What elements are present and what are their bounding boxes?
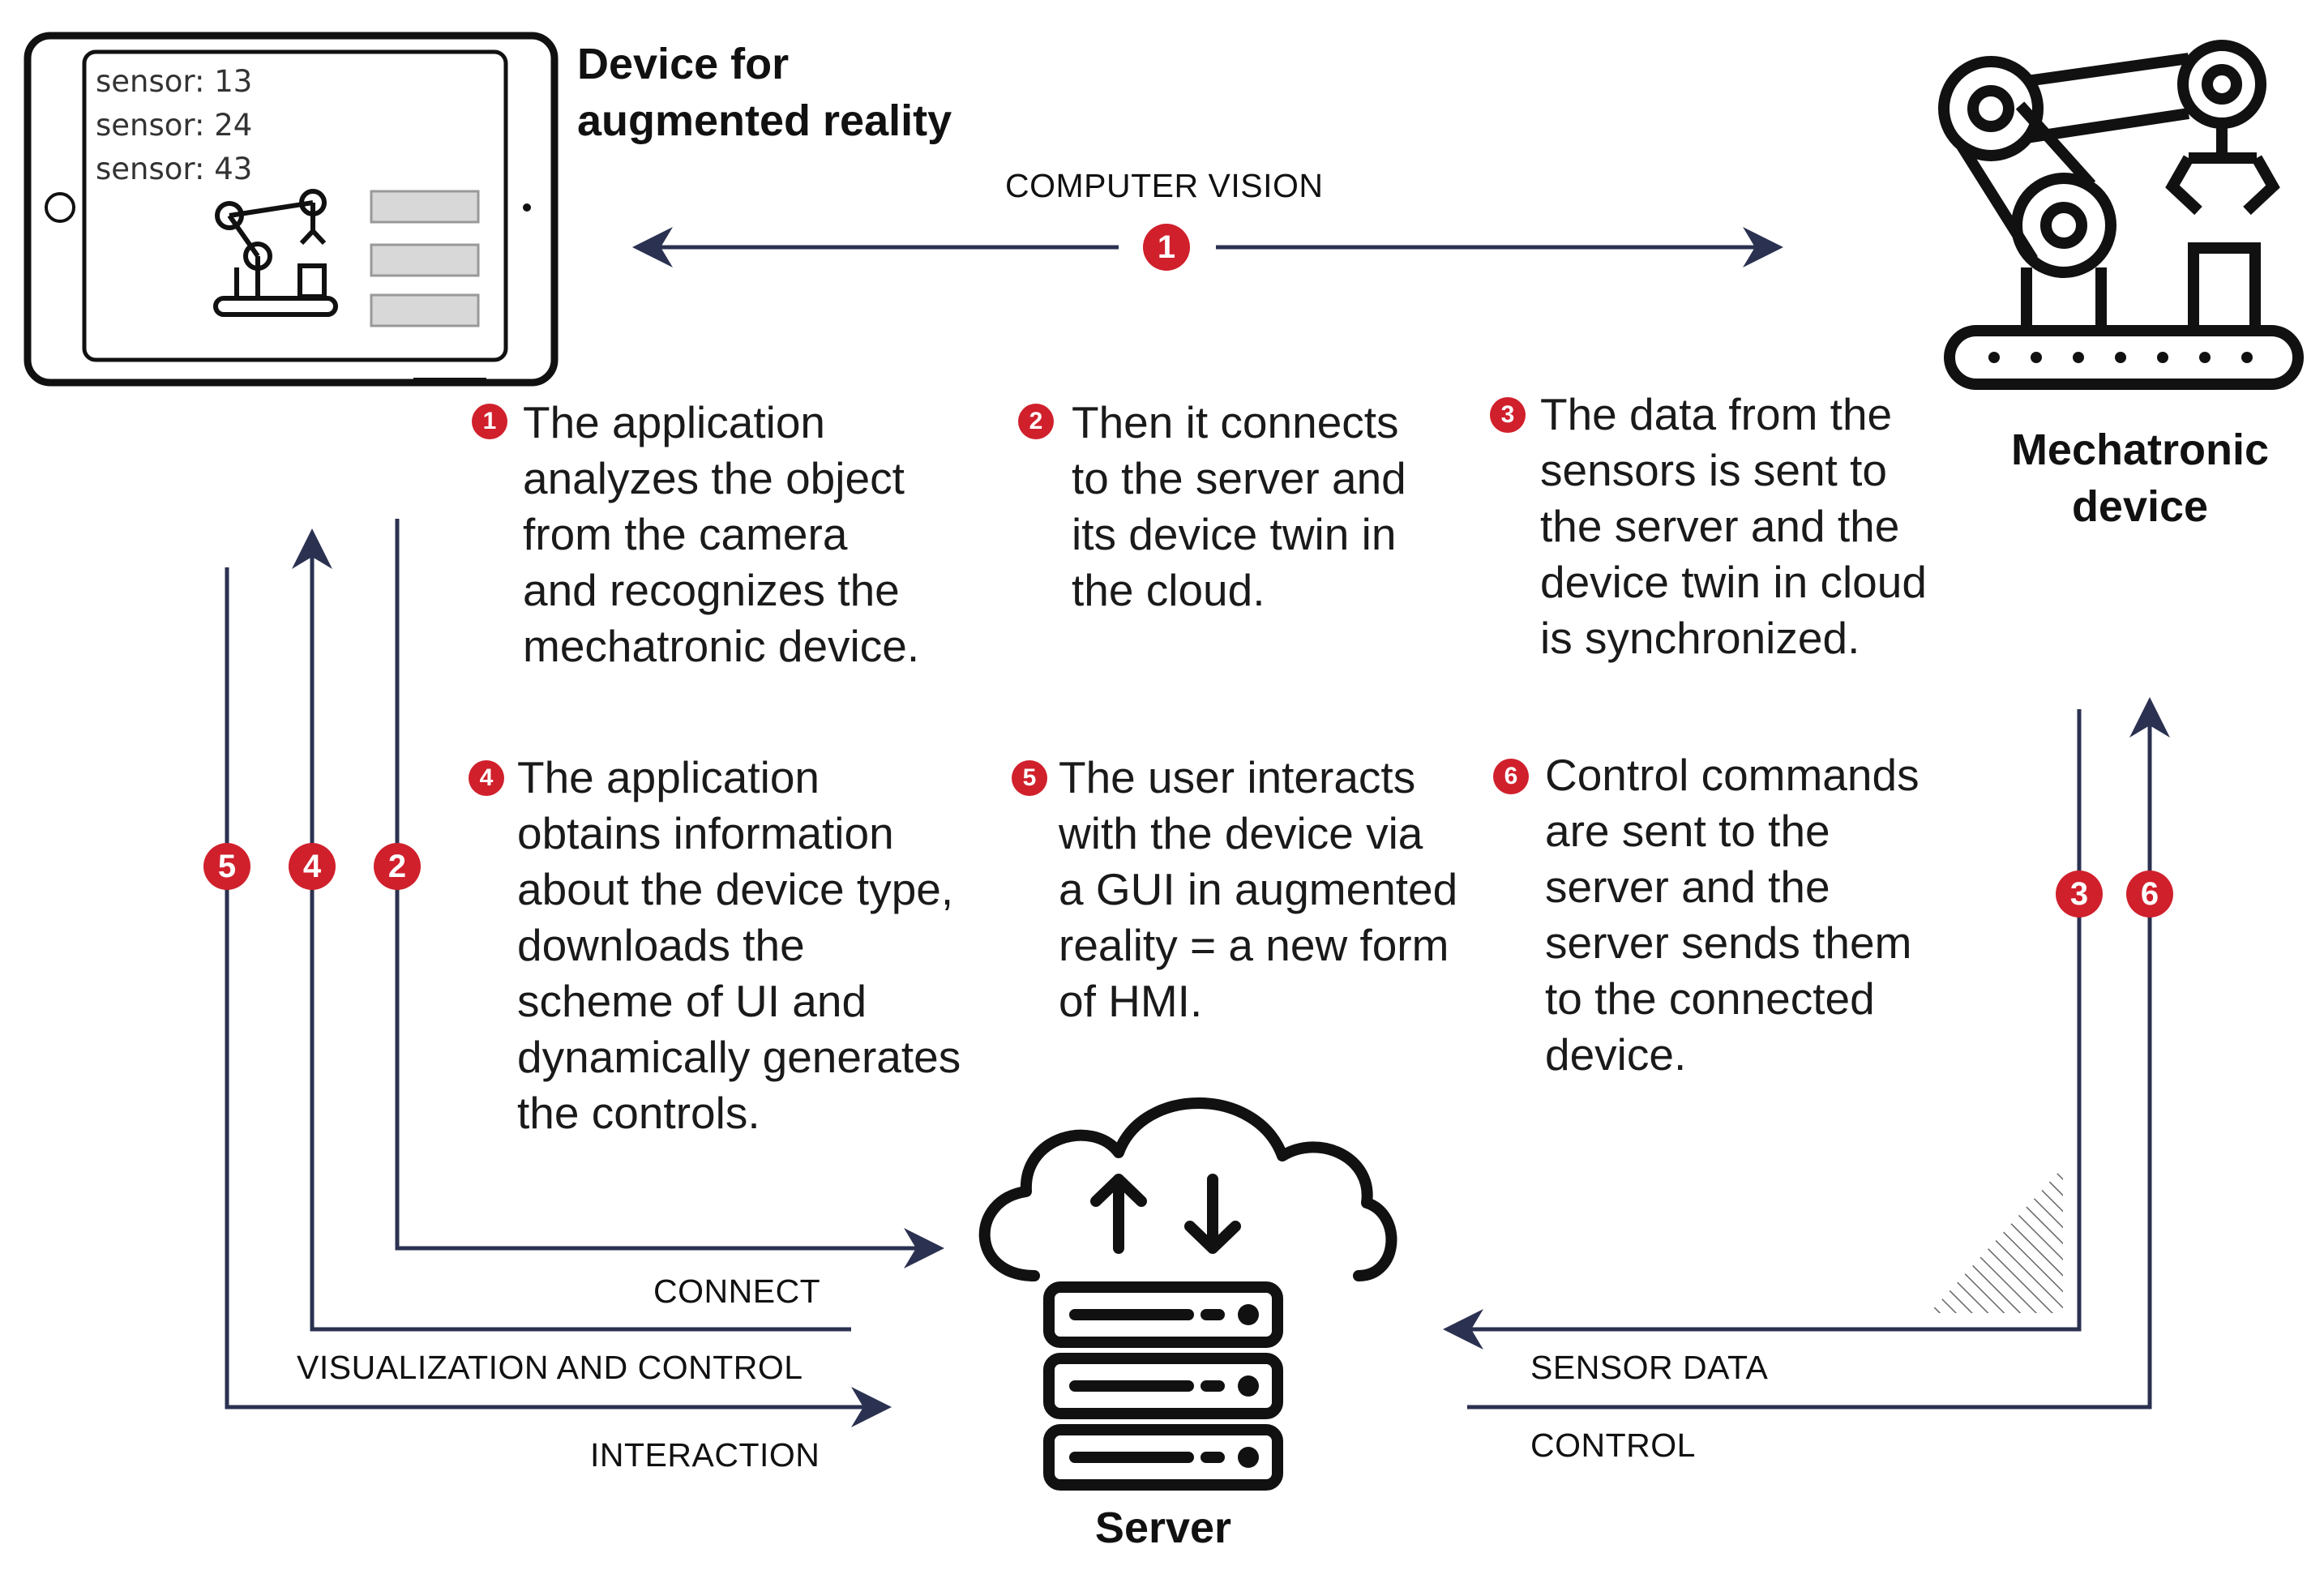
step-text-line: Mechatronic bbox=[2010, 426, 2270, 474]
sensor-reading: sensor: 24 bbox=[96, 108, 253, 143]
visualization-label: VISUALIZATION AND CONTROL bbox=[297, 1349, 803, 1386]
step-text-line: the server and the bbox=[1540, 501, 1900, 551]
flow-badge-visualization: 4 bbox=[289, 843, 336, 890]
sensor-data-label: SENSOR DATA bbox=[1530, 1349, 1769, 1386]
visualization-arrow bbox=[292, 528, 851, 1332]
step-badge: 3 bbox=[1490, 397, 1526, 433]
flow-badge-connect: 2 bbox=[374, 843, 421, 890]
connect-arrow bbox=[395, 519, 944, 1268]
step-badge: 5 bbox=[1012, 760, 1047, 796]
step-text-line: from the camera bbox=[523, 509, 848, 559]
sensor-reading: sensor: 43 bbox=[96, 152, 253, 186]
step-text-line: with the device via bbox=[1059, 808, 1423, 858]
mechatronic-device-title: Mechatronic device bbox=[1978, 421, 2302, 535]
step-text-line: the cloud. bbox=[1072, 565, 1265, 615]
step-badge: 4 bbox=[469, 760, 504, 796]
step-5-text: The user interacts with the device via a… bbox=[1059, 750, 1457, 1029]
step-text-line: server and the bbox=[1545, 862, 1830, 912]
step-badge: 1 bbox=[1143, 224, 1190, 271]
hatch-decoration bbox=[1929, 1167, 2063, 1313]
step-text-line: mechatronic device. bbox=[523, 621, 920, 671]
step-1-text: The application analyzes the object from… bbox=[523, 395, 919, 674]
tablet-icon bbox=[24, 32, 559, 387]
step-3-text: The data from the sensors is sent to the… bbox=[1540, 387, 1927, 666]
step-badge: 1 bbox=[472, 404, 507, 439]
cloud-server-icon bbox=[978, 1097, 1397, 1491]
step-4-text: The application obtains information abou… bbox=[517, 750, 961, 1141]
step-text-line: The user interacts bbox=[1059, 752, 1416, 802]
step-text-line: augmented reality bbox=[577, 96, 952, 145]
step-2-text: Then it connects to the server and its d… bbox=[1072, 395, 1406, 618]
control-arrow bbox=[1467, 697, 2170, 1410]
conveyor-dots bbox=[1988, 352, 2253, 363]
step-text-line: of HMI. bbox=[1059, 976, 1203, 1026]
step-text-line: reality = a new form bbox=[1059, 920, 1449, 970]
step-text-line: The application bbox=[517, 752, 820, 802]
ar-device-title: Device for augmented reality bbox=[577, 36, 952, 149]
flow-badge-control: 6 bbox=[2126, 871, 2173, 918]
step-text-line: downloads the bbox=[517, 920, 805, 970]
step-text-line: a GUI in augmented bbox=[1059, 864, 1458, 914]
step-text-line: and recognizes the bbox=[523, 565, 900, 615]
step-text-line: Control commands bbox=[1545, 750, 1920, 800]
step-text-line: obtains information bbox=[517, 808, 894, 858]
computer-vision-label: COMPUTER VISION bbox=[1005, 167, 1324, 204]
step-text-line: device twin in cloud bbox=[1540, 557, 1927, 607]
step-text-line: server sends them bbox=[1545, 918, 1912, 968]
step-text-line: analyzes the object bbox=[523, 453, 905, 503]
interaction-label: INTERACTION bbox=[590, 1436, 820, 1474]
step-text-line: Device for bbox=[577, 40, 790, 88]
step-text-line: to the server and bbox=[1072, 453, 1406, 503]
step-text-line: sensors is sent to bbox=[1540, 445, 1887, 495]
step-badge: 6 bbox=[1493, 759, 1529, 794]
sensor-reading: sensor: 13 bbox=[96, 64, 253, 99]
step-text-line: The data from the bbox=[1540, 389, 1893, 439]
robot-arm-icon bbox=[1938, 40, 2304, 390]
server-lights bbox=[1238, 1304, 1259, 1468]
step-text-line: The application bbox=[523, 397, 826, 447]
step-text-line: its device twin in bbox=[1072, 509, 1397, 559]
step-text-line: scheme of UI and bbox=[517, 976, 867, 1026]
mini-robot-icon bbox=[213, 189, 338, 317]
step-text-line: device. bbox=[1545, 1029, 1687, 1080]
step-text-line: the controls. bbox=[517, 1088, 760, 1138]
connect-label: CONNECT bbox=[653, 1273, 821, 1310]
step-text-line: about the device type, bbox=[517, 864, 954, 914]
step-text-line: is synchronized. bbox=[1540, 613, 1860, 663]
control-label: CONTROL bbox=[1530, 1427, 1696, 1464]
step-text-line: device bbox=[2071, 482, 2209, 531]
sensor-readouts: sensor: 13 sensor: 24 sensor: 43 bbox=[96, 60, 252, 191]
step-text-line: to the connected bbox=[1545, 973, 1875, 1024]
server-label: Server bbox=[1094, 1504, 1232, 1552]
flow-badge-interaction: 5 bbox=[203, 843, 250, 890]
flow-badge-sensor: 3 bbox=[2056, 871, 2103, 918]
step-text-line: Then it connects bbox=[1072, 397, 1399, 447]
step-text-line: are sent to the bbox=[1545, 806, 1830, 856]
step-badge: 2 bbox=[1018, 404, 1054, 439]
step-text-line: dynamically generates bbox=[517, 1032, 961, 1082]
step-6-text: Control commands are sent to the server … bbox=[1545, 747, 1920, 1083]
